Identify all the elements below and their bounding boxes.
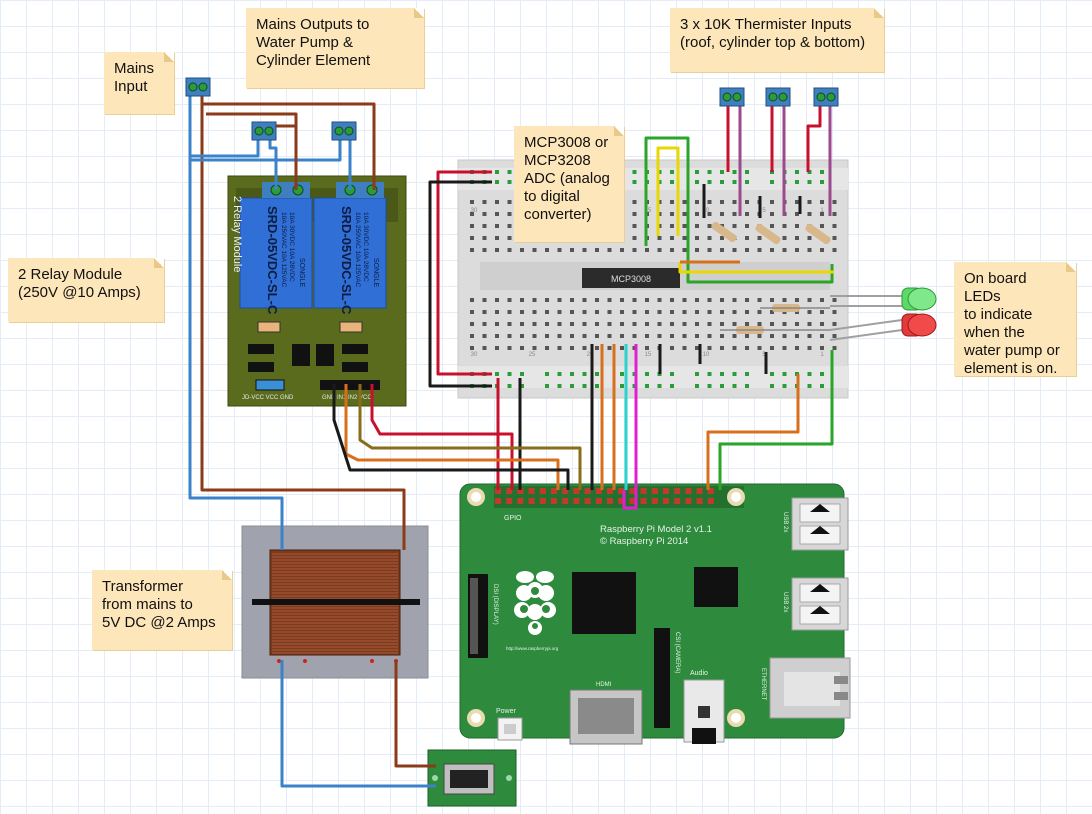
note-mains-outputs: Mains Outputs to Water Pump & Cylinder E… bbox=[246, 8, 424, 88]
screw-terminal-icon bbox=[251, 121, 277, 141]
transformer bbox=[241, 525, 429, 679]
svg-text:JD-VCC VCC GND: JD-VCC VCC GND bbox=[242, 395, 294, 401]
svg-text:GPIO: GPIO bbox=[504, 515, 522, 522]
note-mains-input: Mains Input bbox=[104, 52, 174, 114]
led-icon bbox=[901, 313, 937, 337]
note-thermistors: 3 x 10K Thermister Inputs (roof, cylinde… bbox=[670, 8, 884, 72]
resistor-icon bbox=[755, 223, 781, 245]
svg-text:SONGLE: SONGLE bbox=[298, 258, 305, 288]
resistor-icon bbox=[805, 223, 831, 245]
breadboard-row-label: 30 bbox=[471, 208, 478, 214]
note-transformer: Transformer from mains to 5V DC @2 Amps bbox=[92, 570, 232, 650]
led-icon bbox=[901, 287, 937, 311]
resistors bbox=[711, 221, 831, 334]
breadboard-row-label: 1 bbox=[820, 208, 824, 214]
wires bbox=[188, 90, 903, 788]
svg-text:10A 250VAC 10A 125VAC: 10A 250VAC 10A 125VAC bbox=[354, 212, 361, 288]
screw-terminal-icon bbox=[765, 87, 791, 107]
svg-text:http://www.raspberrypi.org: http://www.raspberrypi.org bbox=[506, 646, 559, 651]
svg-text:USB 2x: USB 2x bbox=[782, 512, 788, 532]
svg-text:Power: Power bbox=[496, 708, 517, 715]
resistor-icon bbox=[711, 221, 737, 243]
note-leds: On board LEDs to indicate when the water… bbox=[954, 262, 1076, 377]
relay-2-text: SRD-05VDC-SL-C 10A 250VAC 10A 125VAC 10A… bbox=[339, 206, 379, 315]
relay-1-text: SRD-05VDC-SL-C 10A 250VAC 10A 125VAC 10A… bbox=[265, 206, 305, 315]
breadboard-row-label: 25 bbox=[529, 352, 536, 358]
svg-text:ETHERNET: ETHERNET bbox=[760, 668, 766, 701]
svg-text:Audio: Audio bbox=[690, 670, 708, 677]
relay-module: SRD-05VDC-SL-C 10A 250VAC 10A 125VAC 10A… bbox=[227, 175, 407, 407]
breadboard-row-label: 5 bbox=[762, 352, 766, 358]
screw-terminal-icon bbox=[331, 121, 357, 141]
svg-text:HDMI: HDMI bbox=[596, 682, 612, 688]
relay-board-label: 2 Relay Module bbox=[231, 196, 243, 272]
note-adc: MCP3008 or MCP3208 ADC (analog to digita… bbox=[514, 126, 624, 242]
breadboard-row-label: 15 bbox=[645, 352, 652, 358]
breadboard-row-label: 10 bbox=[703, 352, 710, 358]
svg-text:DSI (DISPLAY): DSI (DISPLAY) bbox=[492, 584, 498, 625]
breadboard-row-label: 20 bbox=[587, 352, 594, 358]
svg-text:10A 250VAC 10A 125VAC: 10A 250VAC 10A 125VAC bbox=[280, 212, 287, 288]
svg-text:CSI (CAMERA): CSI (CAMERA) bbox=[674, 632, 680, 673]
screw-terminal-icon bbox=[185, 77, 211, 97]
raspberry-pi-board: GPIO Raspberry Pi Model 2 v1.1 © Raspber… bbox=[459, 483, 851, 745]
svg-text:MCP3008: MCP3008 bbox=[611, 274, 651, 284]
adc-chip: MCP3008 bbox=[582, 268, 680, 288]
breadboard-row-label: 15 bbox=[645, 208, 652, 214]
svg-text:SRD-05VDC-SL-C: SRD-05VDC-SL-C bbox=[339, 206, 354, 315]
svg-text:USB 2x: USB 2x bbox=[782, 592, 788, 612]
svg-text:Raspberry Pi Model 2 v1.1: Raspberry Pi Model 2 v1.1 bbox=[600, 524, 712, 535]
screw-terminal-icon bbox=[813, 87, 839, 107]
usb-power-board bbox=[427, 749, 517, 807]
screw-terminal-icon bbox=[719, 87, 745, 107]
svg-text:SRD-05VDC-SL-C: SRD-05VDC-SL-C bbox=[265, 206, 280, 315]
svg-text:10A 30VDC 10A 28VDC: 10A 30VDC 10A 28VDC bbox=[362, 212, 369, 282]
svg-text:© Raspberry Pi 2014: © Raspberry Pi 2014 bbox=[600, 536, 688, 547]
breadboard-row-label: 30 bbox=[471, 352, 478, 358]
breadboard-row-label: 5 bbox=[762, 208, 766, 214]
breadboard-row-label: 1 bbox=[820, 352, 824, 358]
breadboard-row-label: 10 bbox=[703, 208, 710, 214]
note-relay-module: 2 Relay Module (250V @10 Amps) bbox=[8, 258, 164, 322]
svg-text:SONGLE: SONGLE bbox=[372, 258, 379, 288]
raspberry-logo-icon bbox=[514, 571, 556, 635]
svg-text:10A 30VDC 10A 28VDC: 10A 30VDC 10A 28VDC bbox=[288, 212, 295, 282]
